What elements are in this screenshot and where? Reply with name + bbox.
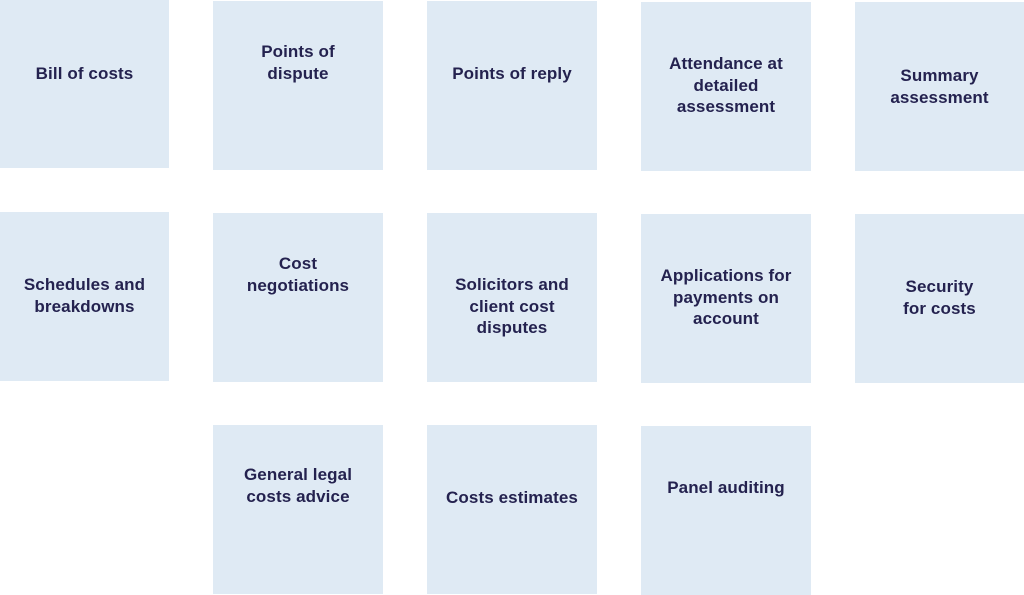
tile-label: Points of reply — [452, 64, 572, 83]
tile-label: Schedules and breakdowns — [23, 275, 146, 316]
tile-general-legal-costs-advice[interactable]: General legal costs advice — [213, 425, 383, 594]
tile-points-of-dispute[interactable]: Points of dispute — [213, 1, 383, 170]
tile-label: Cost negotiations — [246, 254, 350, 295]
tile-label: Costs estimates — [446, 488, 578, 507]
tile-bill-of-costs[interactable]: Bill of costs — [0, 0, 169, 168]
tile-label: General legal costs advice — [243, 465, 353, 506]
tile-schedules-and-breakdowns[interactable]: Schedules and breakdowns — [0, 212, 169, 381]
tile-solicitors-and-client-cost-disputes[interactable]: Solicitors and client cost disputes — [427, 213, 597, 382]
tile-label: Points of dispute — [261, 42, 335, 83]
tile-summary-assessment[interactable]: Summary assessment — [855, 2, 1024, 171]
tile-label: Solicitors and client cost disputes — [455, 275, 569, 337]
tile-points-of-reply[interactable]: Points of reply — [427, 1, 597, 170]
tile-security-for-costs[interactable]: Security for costs — [855, 214, 1024, 383]
tile-label: Summary assessment — [890, 66, 989, 107]
tile-panel-auditing[interactable]: Panel auditing — [641, 426, 811, 595]
tile-label: Security for costs — [903, 277, 976, 318]
tile-label: Attendance at detailed assessment — [669, 54, 783, 116]
tile-costs-estimates[interactable]: Costs estimates — [427, 425, 597, 594]
tile-label: Bill of costs — [35, 64, 134, 83]
tile-applications-for-payments-on-account[interactable]: Applications for payments on account — [641, 214, 811, 383]
tile-label: Applications for payments on account — [660, 266, 792, 328]
tile-cost-negotiations[interactable]: Cost negotiations — [213, 213, 383, 382]
tile-label: Panel auditing — [667, 478, 785, 497]
tile-attendance-at-detailed-assessment[interactable]: Attendance at detailed assessment — [641, 2, 811, 171]
